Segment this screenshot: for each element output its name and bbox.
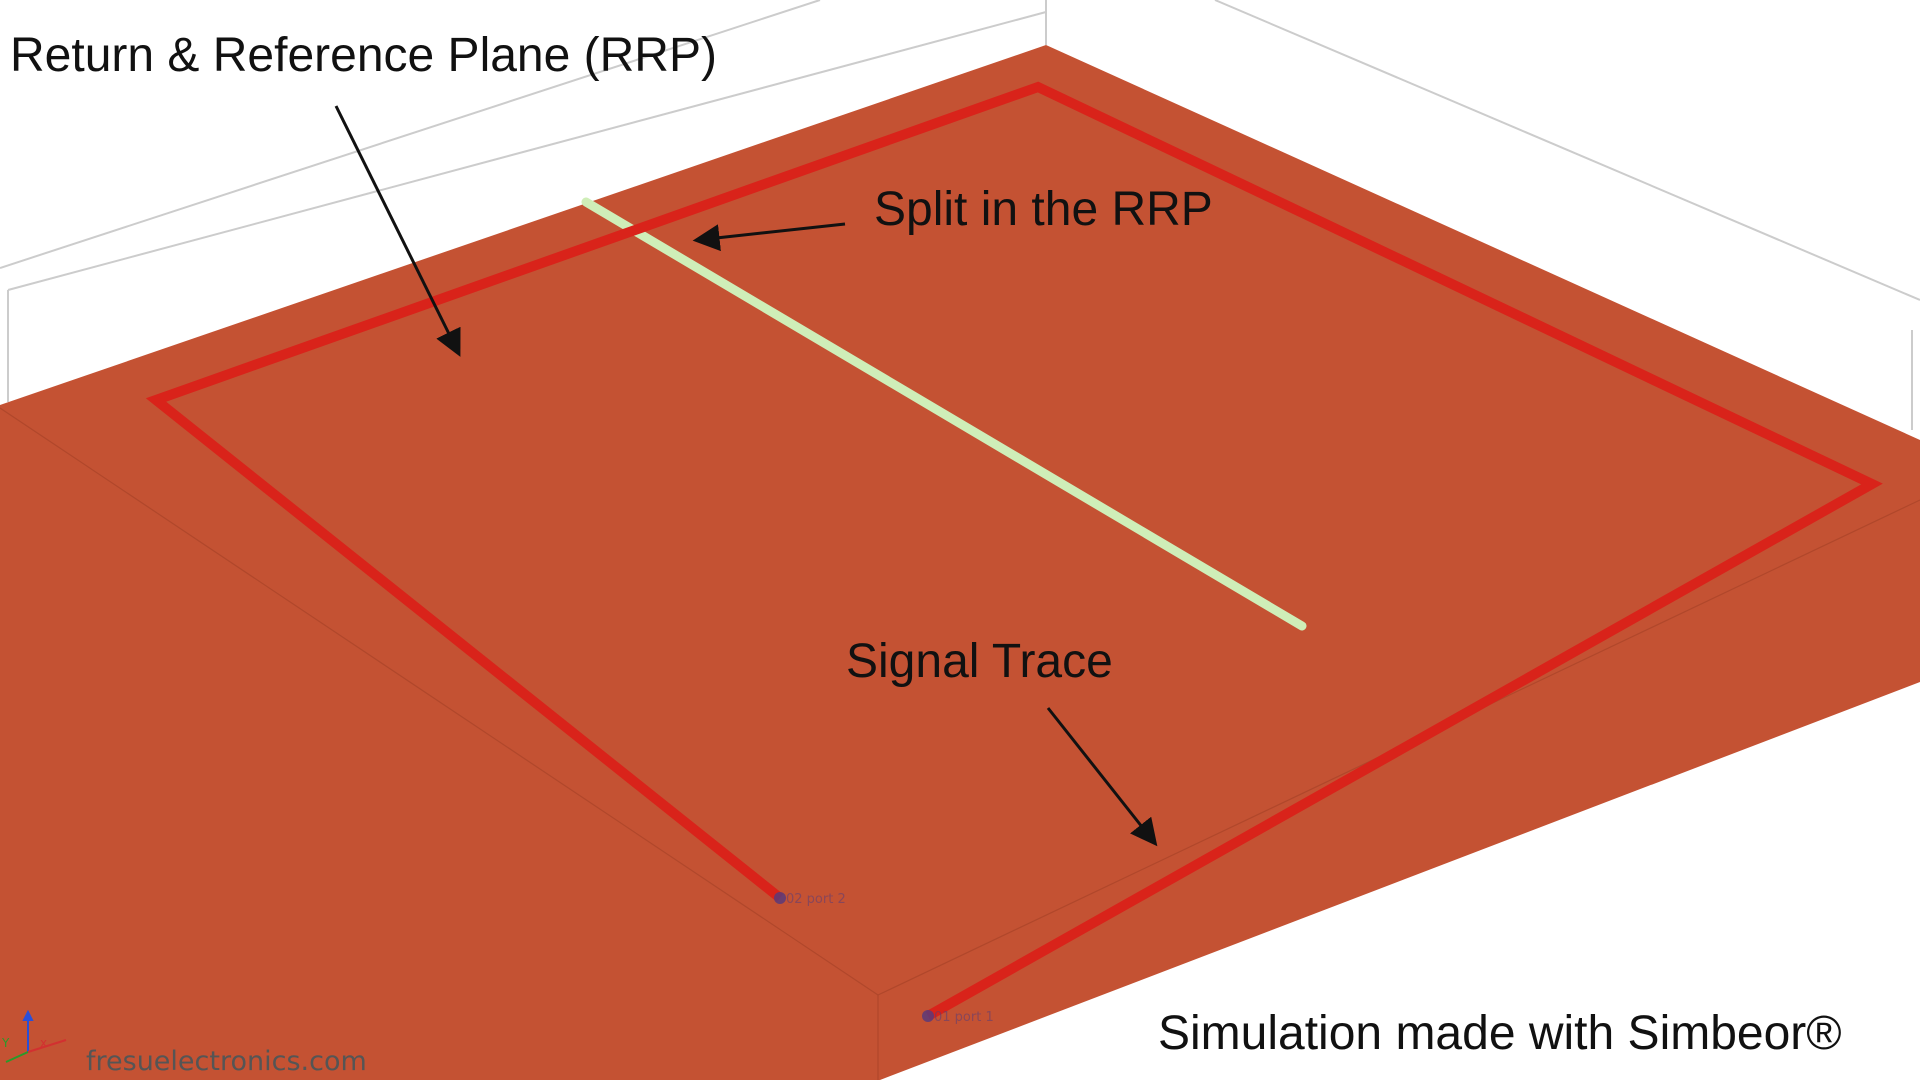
- axis-y-label: Y: [2, 1036, 10, 1050]
- plane-edge-left: [0, 407, 879, 996]
- port-2-marker: [774, 892, 786, 904]
- signal-trace-label: Signal Trace: [846, 635, 1113, 688]
- bbox-edge-back-right: [1214, 0, 1920, 301]
- rrp-split-line: [581, 197, 1307, 631]
- bounding-box: [0, 0, 1920, 430]
- trace-arrow: [1046, 707, 1158, 847]
- simulation-credit: Simulation made with Simbeor®: [1158, 1007, 1842, 1060]
- website-label: fresuelectronics.com: [86, 1046, 367, 1077]
- axis-x-label: x: [40, 1036, 48, 1050]
- axis-y-line: [5, 1051, 29, 1063]
- axes-triad: [5, 1009, 67, 1063]
- signal-trace: [145, 81, 1883, 1021]
- split-arrow: [692, 222, 846, 252]
- bbox-edge-inner: [7, 11, 1047, 291]
- plane-arrow: [334, 105, 461, 357]
- return-reference-plane: [0, 45, 1920, 1080]
- split-label: Split in the RRP: [874, 183, 1213, 236]
- port-1-label: 01 port 1: [934, 1010, 994, 1025]
- port-2-label: 02 port 2: [786, 892, 846, 907]
- axis-x-line: [27, 1039, 67, 1053]
- port-1-marker: [922, 1010, 934, 1022]
- bbox-edge-back-left: [0, 0, 821, 269]
- rrp-title-label: Return & Reference Plane (RRP): [10, 29, 717, 82]
- axis-z-head: [22, 1009, 34, 1021]
